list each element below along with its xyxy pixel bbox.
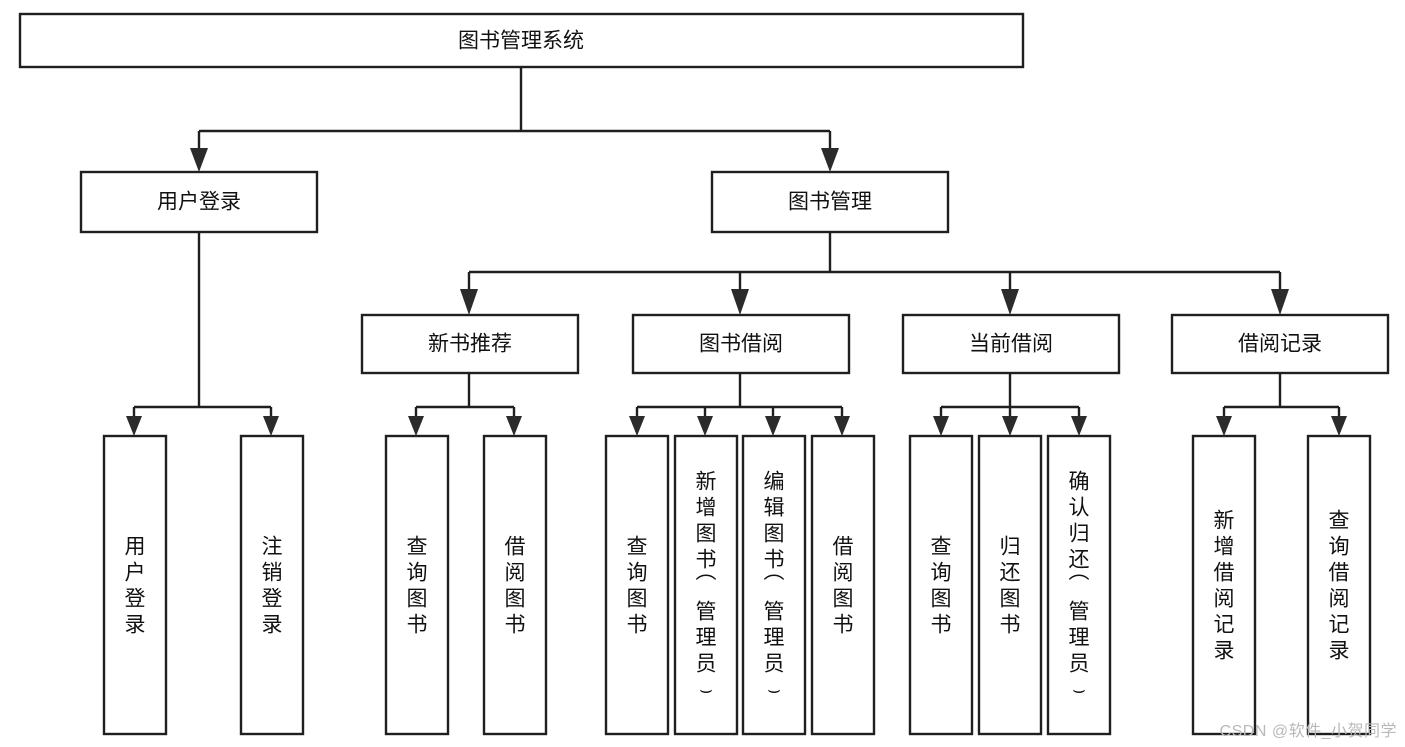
arrow-to-leaf-edit-book <box>765 416 781 436</box>
edge-newbook-bus <box>414 373 516 418</box>
node-current-borrow-label: 当前借阅 <box>969 333 1053 356</box>
arrow-to-new-book-rec <box>460 289 478 315</box>
node-leaf-query-book-3-label: 查询图书 <box>931 535 952 636</box>
node-leaf-add-record-box[interactable] <box>1191 434 1257 736</box>
node-user-login-label: 用户登录 <box>157 191 241 214</box>
node-leaf-query-book-1-label: 查询图书 <box>407 535 428 636</box>
arrow-to-book-manage <box>821 148 839 172</box>
node-leaf-return-book-box[interactable] <box>977 434 1043 736</box>
node-leaf-query-book-3-box[interactable] <box>908 434 974 736</box>
node-leaf-edit-book[interactable]: 编辑图书⌒管理员⌣ <box>741 434 807 736</box>
node-leaf-query-book-2[interactable]: 查询图书 <box>604 434 670 736</box>
node-leaf-add-book[interactable]: 新增图书⌒管理员⌣ <box>673 434 739 736</box>
arrow-to-leaf-return-book <box>1002 416 1018 436</box>
node-book-borrow-label: 图书借阅 <box>699 333 783 356</box>
node-leaf-query-book-1[interactable]: 查询图书 <box>384 434 450 736</box>
node-leaf-logout-label: 注销登录 <box>262 535 283 636</box>
edge-userlogin-bus <box>132 232 273 418</box>
arrow-to-user-login <box>190 148 208 172</box>
edge-bookmanage-bus <box>467 232 1282 291</box>
node-leaf-query-book-2-box[interactable] <box>604 434 670 736</box>
node-leaf-borrow-book-2[interactable]: 借阅图书 <box>810 434 876 736</box>
arrow-to-book-borrow <box>731 289 749 315</box>
node-leaf-add-book-box[interactable] <box>673 434 739 736</box>
arrow-to-current-borrow <box>1001 289 1019 315</box>
node-layer: 图书管理系统 用户登录 图书管理 新书推荐 图书借阅 <box>18 12 1390 736</box>
node-leaf-confirm-return[interactable]: 确认归还⌒管理员⌣ <box>1046 434 1112 736</box>
node-book-borrow[interactable]: 图书借阅 <box>631 313 851 375</box>
node-borrow-record[interactable]: 借阅记录 <box>1170 313 1390 375</box>
node-leaf-edit-book-label: 编辑图书⌒管理员⌣ <box>764 470 785 701</box>
node-leaf-user-login-box[interactable] <box>102 434 168 736</box>
node-leaf-confirm-return-label: 确认归还⌒管理员⌣ <box>1069 470 1090 701</box>
node-book-manage-label: 图书管理 <box>788 191 872 214</box>
node-leaf-query-record-box[interactable] <box>1306 434 1372 736</box>
node-leaf-borrow-book-1-label: 借阅图书 <box>505 535 526 636</box>
node-leaf-borrow-book-1[interactable]: 借阅图书 <box>482 434 548 736</box>
node-leaf-query-record[interactable]: 查询借阅记录 <box>1306 434 1372 736</box>
arrow-to-leaf-confirm-return <box>1071 416 1087 436</box>
arrow-to-leaf-query-book-3 <box>933 416 949 436</box>
arrow-to-leaf-query-book-1 <box>408 416 424 436</box>
edge-layer <box>126 67 1347 436</box>
arrow-to-leaf-query-record <box>1331 416 1347 436</box>
node-book-borrow-box[interactable] <box>631 313 851 375</box>
node-leaf-user-login-label: 用户登录 <box>125 535 146 636</box>
node-leaf-query-record-label: 查询借阅记录 <box>1329 509 1350 662</box>
node-user-login[interactable]: 用户登录 <box>79 170 319 234</box>
node-leaf-query-book-3[interactable]: 查询图书 <box>908 434 974 736</box>
node-leaf-borrow-book-2-label: 借阅图书 <box>833 535 854 636</box>
arrow-to-leaf-borrow-book-1 <box>506 416 522 436</box>
node-book-manage[interactable]: 图书管理 <box>710 170 950 234</box>
node-leaf-logout[interactable]: 注销登录 <box>239 434 305 736</box>
edge-root-bus <box>197 67 832 150</box>
node-leaf-return-book-label: 归还图书 <box>1000 535 1021 636</box>
node-new-book-rec[interactable]: 新书推荐 <box>360 313 580 375</box>
node-leaf-add-book-label: 新增图书⌒管理员⌣ <box>696 470 717 701</box>
arrow-to-leaf-add-book <box>697 416 713 436</box>
node-new-book-rec-label: 新书推荐 <box>428 333 512 356</box>
node-borrow-record-label: 借阅记录 <box>1238 333 1322 356</box>
arrow-to-borrow-record <box>1271 289 1289 315</box>
node-leaf-query-book-2-label: 查询图书 <box>627 535 648 636</box>
edge-borrowrecord-bus <box>1222 373 1341 418</box>
arrow-to-leaf-query-book-2 <box>629 416 645 436</box>
node-current-borrow-box[interactable] <box>901 313 1121 375</box>
node-root-box[interactable] <box>18 12 1025 69</box>
node-leaf-logout-box[interactable] <box>239 434 305 736</box>
node-borrow-record-box[interactable] <box>1170 313 1390 375</box>
node-leaf-return-book[interactable]: 归还图书 <box>977 434 1043 736</box>
node-root-label: 图书管理系统 <box>458 30 584 53</box>
node-leaf-user-login[interactable]: 用户登录 <box>102 434 168 736</box>
node-current-borrow[interactable]: 当前借阅 <box>901 313 1121 375</box>
node-leaf-edit-book-box[interactable] <box>741 434 807 736</box>
node-user-login-box[interactable] <box>79 170 319 234</box>
node-root[interactable]: 图书管理系统 <box>18 12 1025 69</box>
arrow-to-leaf-user-login <box>126 416 142 436</box>
edge-currentborrow-bus <box>939 373 1081 418</box>
arrow-to-leaf-add-record <box>1216 416 1232 436</box>
node-leaf-add-record-label: 新增借阅记录 <box>1214 509 1235 662</box>
node-leaf-borrow-book-1-box[interactable] <box>482 434 548 736</box>
node-new-book-rec-box[interactable] <box>360 313 580 375</box>
edge-bookborrow-bus <box>635 373 844 418</box>
node-book-manage-box[interactable] <box>710 170 950 234</box>
arrow-to-leaf-borrow-book-2 <box>834 416 850 436</box>
node-leaf-confirm-return-box[interactable] <box>1046 434 1112 736</box>
node-leaf-add-record[interactable]: 新增借阅记录 <box>1191 434 1257 736</box>
node-leaf-borrow-book-2-box[interactable] <box>810 434 876 736</box>
arrow-to-leaf-logout <box>263 416 279 436</box>
node-leaf-query-book-1-box[interactable] <box>384 434 450 736</box>
